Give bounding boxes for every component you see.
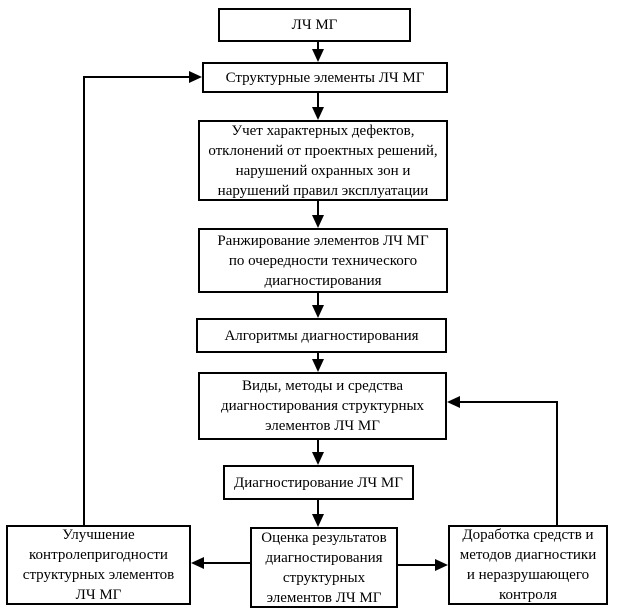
node-ranking: Ранжирование элементов ЛЧ МГ по очередно… bbox=[198, 228, 448, 293]
node-algorithms: Алгоритмы диагностирования bbox=[196, 318, 447, 353]
edge-defects-to-ranking bbox=[312, 200, 324, 228]
node-evaluation: Оценка результатов диагностирования стру… bbox=[250, 527, 398, 608]
node-lch-mg: ЛЧ МГ bbox=[218, 8, 411, 42]
edge-improvement-to-structural bbox=[83, 71, 202, 525]
edge-evaluation-to-refinement bbox=[398, 559, 448, 571]
node-diagnosing: Диагностирование ЛЧ МГ bbox=[223, 465, 414, 500]
edge-evaluation-to-improvement bbox=[191, 557, 250, 569]
edge-algorithms-to-methods bbox=[312, 352, 324, 372]
node-improvement: Улучшение контролепригодности структурны… bbox=[6, 525, 191, 605]
node-structural-elements: Структурные элементы ЛЧ МГ bbox=[202, 62, 448, 93]
node-defects-accounting: Учет характерных дефектов, отклонений от… bbox=[198, 120, 448, 201]
edge-diagnosing-to-evaluation bbox=[312, 500, 324, 527]
node-refinement: Доработка средств и методов диагностики … bbox=[448, 525, 608, 605]
edge-refinement-to-methods bbox=[447, 396, 558, 525]
node-methods-means: Виды, методы и средства диагностирования… bbox=[198, 372, 447, 440]
edge-methods-to-diagnosing bbox=[312, 440, 324, 465]
edge-structural-to-defects bbox=[312, 92, 324, 120]
edge-lchmg-to-structural bbox=[312, 40, 324, 62]
edge-ranking-to-algorithms bbox=[312, 292, 324, 318]
